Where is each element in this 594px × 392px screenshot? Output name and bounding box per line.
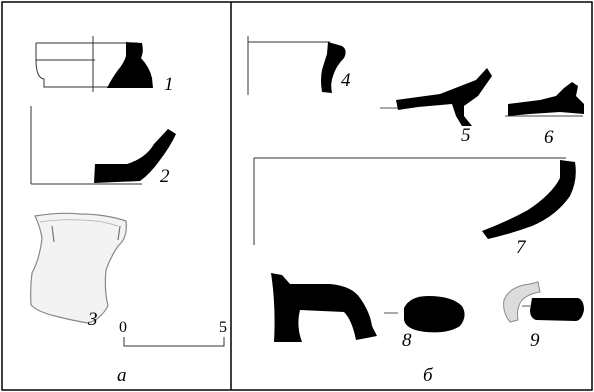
scale-bar-end: 5 — [219, 319, 227, 336]
fragment-3-rim-edge — [39, 219, 119, 227]
label-6: 6 — [544, 127, 554, 148]
fragment-4: 4 — [247, 36, 351, 95]
fragment-5: 5 — [380, 68, 492, 146]
label-7: 7 — [516, 237, 527, 258]
scale-bar-line — [123, 337, 225, 347]
fragment-9-section — [530, 298, 584, 321]
fragment-6-section — [508, 82, 584, 116]
fragment-1: 1 — [35, 36, 174, 95]
label-3: 3 — [87, 309, 98, 330]
fragment-8-cross-section — [404, 296, 465, 333]
fragment-7-section — [482, 160, 576, 239]
fragment-2-section — [94, 129, 176, 183]
fragment-1-outline — [35, 42, 137, 88]
fragment-9-drawing — [503, 281, 541, 323]
scale-bar-start: 0 — [119, 319, 127, 336]
label-2: 2 — [160, 166, 170, 187]
fragment-6: 6 — [505, 82, 584, 148]
scale-bar: 0 5 — [119, 319, 227, 347]
fragment-3-outline — [30, 212, 127, 324]
fragment-5-section — [396, 68, 492, 126]
fragment-8: 8 — [271, 273, 465, 351]
fragment-7: 7 — [253, 157, 576, 258]
label-5: 5 — [461, 125, 471, 146]
fragment-4-section — [321, 42, 346, 93]
label-8: 8 — [402, 330, 412, 351]
fragment-3: 3 — [30, 212, 127, 330]
fragment-1-section — [107, 42, 153, 88]
label-4: 4 — [341, 70, 351, 91]
label-9: 9 — [530, 330, 540, 351]
label-1: 1 — [164, 74, 174, 95]
panel-label-b: б — [423, 365, 434, 386]
fragment-8-profile — [271, 273, 377, 342]
fragment-3-mark-left — [51, 225, 55, 243]
fragment-2: 2 — [30, 106, 176, 187]
fragment-9: 9 — [503, 281, 584, 351]
fragment-3-mark-right — [117, 225, 121, 241]
panel-label-a: а — [117, 365, 127, 386]
